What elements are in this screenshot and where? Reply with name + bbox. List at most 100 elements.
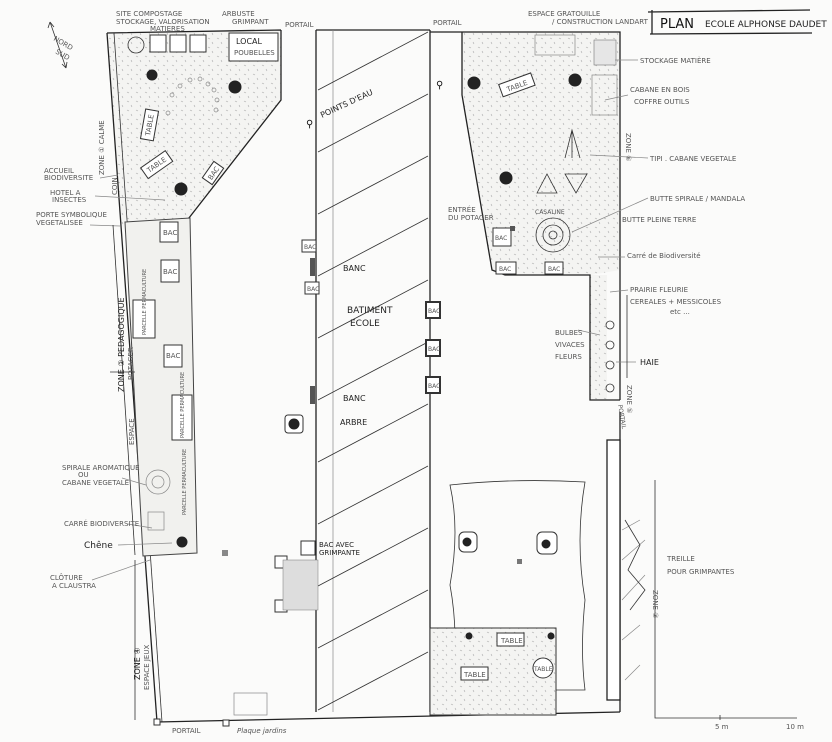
label-carre-right: Carré de Biodiversité [627, 252, 701, 260]
label-prairie-3: etc ... [670, 308, 690, 316]
water-tap-icon: ⚲ [436, 80, 443, 91]
tree-icon [228, 80, 242, 94]
tree-icon [127, 36, 145, 54]
label-butte-terre: BUTTE PLEINE TERRE [622, 216, 696, 224]
label-carre: CARRÉ BIODIVERSITE [64, 519, 139, 528]
label-porte-2: VEGETALISEE [36, 219, 83, 227]
zone-3-label: ZONE ③ [651, 590, 659, 618]
parcelle-label: PARCELLE PERMACULTURE [142, 269, 148, 335]
tree-icon [462, 537, 472, 547]
label-portail-side: PORTAIL [616, 404, 627, 430]
label-tipi: TIPI . CABANE VEGETALE [649, 155, 736, 163]
label-cloture: CLÔTURE [50, 573, 83, 582]
label-bac-grimpante: BAC AVEC [319, 541, 354, 549]
label-portail-right: PORTAIL [433, 19, 462, 27]
banc-label: BANC [343, 394, 366, 403]
oak-tree-icon [176, 536, 188, 548]
school-building: POINTS D'EAU ⚲ ⚲ BATIMENT ECOLE BAC BAC … [274, 29, 443, 712]
local-label-2: POUBELLES [234, 49, 275, 57]
label-bulbes: BULBES [555, 329, 583, 337]
tree-icon [174, 182, 188, 196]
label-accueil: ACCUEIL [44, 167, 74, 175]
bac-label: BAC [163, 229, 177, 237]
label-accueil-2: BIODIVERSITE [44, 174, 93, 182]
label-treille: TREILLE [666, 555, 695, 563]
espace-jeux-label: ESPACE JEUX [143, 645, 151, 690]
label-porte: PORTE SYMBOLIQUE [36, 211, 107, 219]
label-portail-bottom: PORTAIL [172, 727, 201, 735]
spiral-label: CASALINE [535, 209, 565, 216]
zone-3-lower-right: TABLE TABLE TABLE TREILLE POUR GRIMPANTE… [429, 412, 804, 731]
tree-icon [467, 76, 481, 90]
parcelle-label: PARCELLE PERMACULTURE [182, 449, 188, 515]
label-butte-spirale: BUTTE SPIRALE / MANDALA [650, 195, 745, 203]
label-gratouille: ESPACE GRATOUILLE [528, 10, 600, 18]
label-entree: ENTRÉE [448, 205, 476, 214]
title-school: ECOLE ALPHONSE DAUDET [705, 20, 827, 30]
bac-label: BAC [428, 346, 440, 353]
scale-10m: 10 m [786, 723, 804, 731]
tree-icon [568, 73, 582, 87]
hatch-line [317, 93, 429, 153]
water-tap-icon: ⚲ [306, 119, 313, 130]
label-bac-grimpante-2: GRIMPANTE [319, 549, 360, 557]
label-haie: HAIE [640, 358, 659, 367]
label-bulbes-2: VIVACES [555, 341, 585, 349]
zone-2-label: ZONE ② PEDAGOGIQUE [117, 297, 126, 392]
table-label: TABLE [500, 637, 523, 645]
label-hotel: HOTEL A [50, 189, 81, 197]
label-compost: SITE COMPOSTAGE [116, 10, 182, 18]
bac-label: BAC [428, 308, 440, 315]
table-label: TABLE [463, 671, 486, 679]
label-spirale-2: OU [78, 471, 89, 479]
label-cabane: CABANE EN BOIS [630, 86, 690, 94]
label-spirale: SPIRALE AROMATIQUE [62, 464, 140, 472]
espace-label: ESPACE [128, 418, 136, 445]
banc-label: BANC [343, 264, 366, 273]
bac-label: BAC [499, 266, 511, 273]
label-arbuste: ARBUSTE [222, 10, 255, 18]
potager-label: POTAGER [127, 347, 135, 380]
bac-label: BAC [166, 352, 180, 360]
bac-label: BAC [495, 235, 507, 242]
table-label: TABLE [144, 114, 156, 138]
building-title-2: ECOLE [350, 319, 380, 329]
tree-icon [541, 539, 551, 549]
zone-6-label: ZONE ⑥ [624, 133, 632, 161]
label-points-eau: POINTS D'EAU [319, 88, 374, 120]
label-treille-2: POUR GRIMPANTES [667, 568, 735, 576]
hatch-line [317, 31, 429, 91]
hatch-line [317, 527, 429, 587]
bac-label: BAC [548, 266, 560, 273]
label-plaque: Plaque jardins [237, 727, 287, 735]
label-chene: Chêne [84, 540, 113, 551]
bac-label: BAC [304, 244, 316, 251]
local-label: LOCAL [236, 37, 263, 46]
zone-1-calm: LOCAL POUBELLES TABLE TABLE BAC SITE COM… [36, 10, 314, 723]
plan-title: PLAN ECOLE ALPHONSE DAUDET [647, 9, 827, 35]
zone-2-potager: BAC BAC BAC PARCELLE PERMACULTURE PARCEL… [50, 217, 198, 590]
hatch-line [317, 589, 429, 649]
bac-label: BAC [307, 286, 319, 293]
tree-icon [146, 69, 158, 81]
scale-5m: 5 m [715, 723, 729, 731]
tree-icon [288, 418, 300, 430]
bac-label: BAC [428, 383, 440, 390]
arbre-label: ARBRE [340, 418, 367, 427]
label-stockage: STOCKAGE MATIÈRE [640, 56, 711, 65]
label-prairie: PRAIRIE FLEURIE [630, 286, 688, 294]
label-portail-top: PORTAIL [285, 21, 314, 29]
label-compost-3: MATIERES [150, 25, 185, 33]
title-plan: PLAN [660, 17, 694, 32]
zone-1-label: ZONE ① CALME [98, 120, 106, 175]
label-cabane-2: COFFRE OUTILS [634, 98, 690, 106]
compass: NORD SUD [47, 21, 74, 69]
hatch-line [317, 341, 429, 401]
hatch-line [317, 279, 429, 339]
parcelle-label: PARCELLE PERMACULTURE [180, 372, 186, 438]
hatch-line [317, 651, 429, 711]
hatch-line [317, 217, 429, 277]
local-poubelles [228, 32, 279, 62]
label-compost-2: STOCKAGE, VALORISATION [116, 18, 210, 26]
